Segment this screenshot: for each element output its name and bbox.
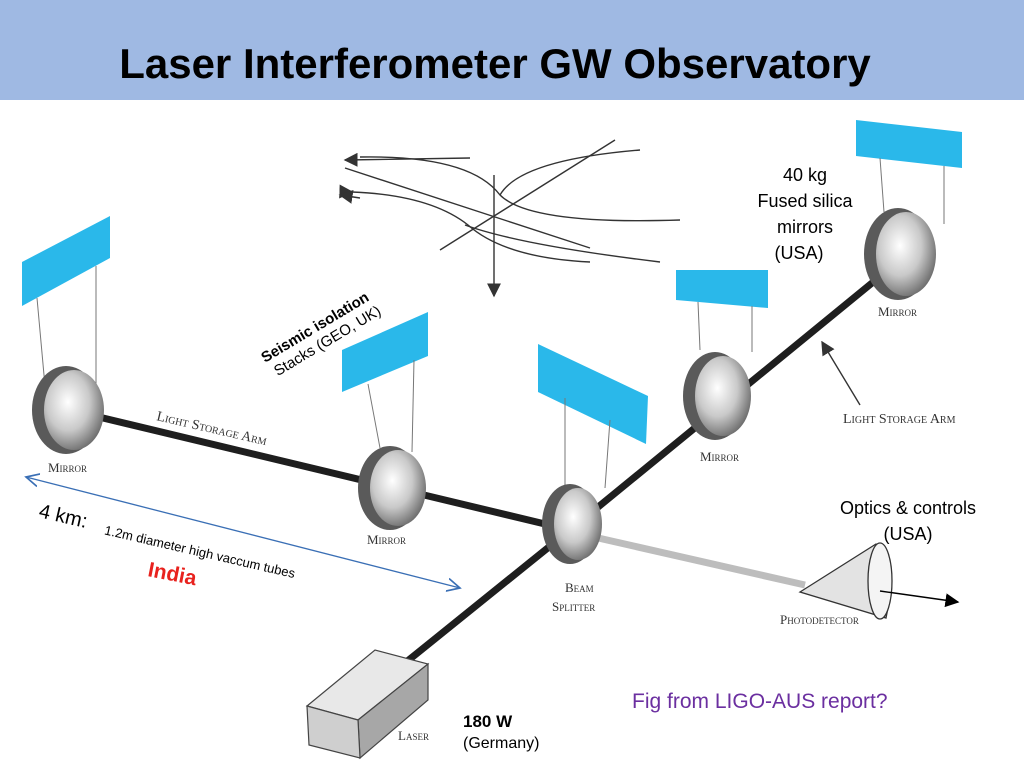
beam-splitter-label-line2: Splitter bbox=[552, 599, 595, 614]
optics-country: (USA) bbox=[883, 524, 933, 544]
laser-country: (Germany) bbox=[463, 735, 540, 752]
west-mirror-label: Mirror bbox=[48, 460, 87, 475]
mirrors-country: (USA) bbox=[774, 243, 824, 263]
arm-length-value: 4 km: bbox=[37, 500, 90, 532]
figure-source-note: Fig from LIGO-AUS report? bbox=[632, 690, 888, 713]
west-near-mirror bbox=[342, 312, 428, 530]
west-end-mirror bbox=[22, 216, 110, 454]
north-near-mirror-label: Mirror bbox=[700, 449, 739, 464]
beam-splitter bbox=[538, 344, 648, 564]
output-beam bbox=[584, 531, 806, 589]
mirrors-mass: 40 kg bbox=[782, 165, 828, 185]
mirrors-annotation: 40 kg Fused silica mirrors (USA) bbox=[735, 162, 875, 266]
optics-annotation: Optics & controls (USA) bbox=[808, 495, 1008, 547]
north-end-mirror-label: Mirror bbox=[878, 304, 917, 319]
mirrors-material: Fused silica bbox=[757, 191, 853, 211]
west-near-mirror-label: Mirror bbox=[367, 532, 406, 547]
north-light-storage-arm-label: Light Storage Arm bbox=[843, 412, 956, 427]
slide-title: Laser Interferometer GW Observatory bbox=[119, 40, 871, 87]
laser-annotation: 180 W (Germany) bbox=[463, 711, 539, 755]
mirrors-word: mirrors bbox=[777, 217, 833, 237]
north-end-mirror bbox=[856, 120, 962, 300]
optics-title: Optics & controls bbox=[839, 498, 977, 518]
laser-beam bbox=[401, 526, 574, 667]
photodetector-label: Photodetector bbox=[780, 612, 859, 627]
west-arm-beam bbox=[74, 408, 574, 534]
laser-label: Laser bbox=[398, 728, 429, 743]
laser-box bbox=[305, 649, 430, 760]
title-bar bbox=[0, 0, 1024, 100]
light-storage-arm-pointer-arrow bbox=[821, 340, 861, 406]
gravitational-wave-icon bbox=[338, 139, 681, 298]
laser-power: 180 W bbox=[463, 712, 513, 731]
tube-country: India bbox=[146, 558, 199, 590]
beam-splitter-label-line1: Beam bbox=[565, 580, 594, 595]
arm-length-arrow bbox=[26, 477, 460, 588]
tube-detail: 1.2m diameter high vaccum tubes bbox=[103, 523, 297, 582]
photodetector bbox=[798, 542, 960, 620]
north-near-mirror bbox=[676, 270, 768, 440]
